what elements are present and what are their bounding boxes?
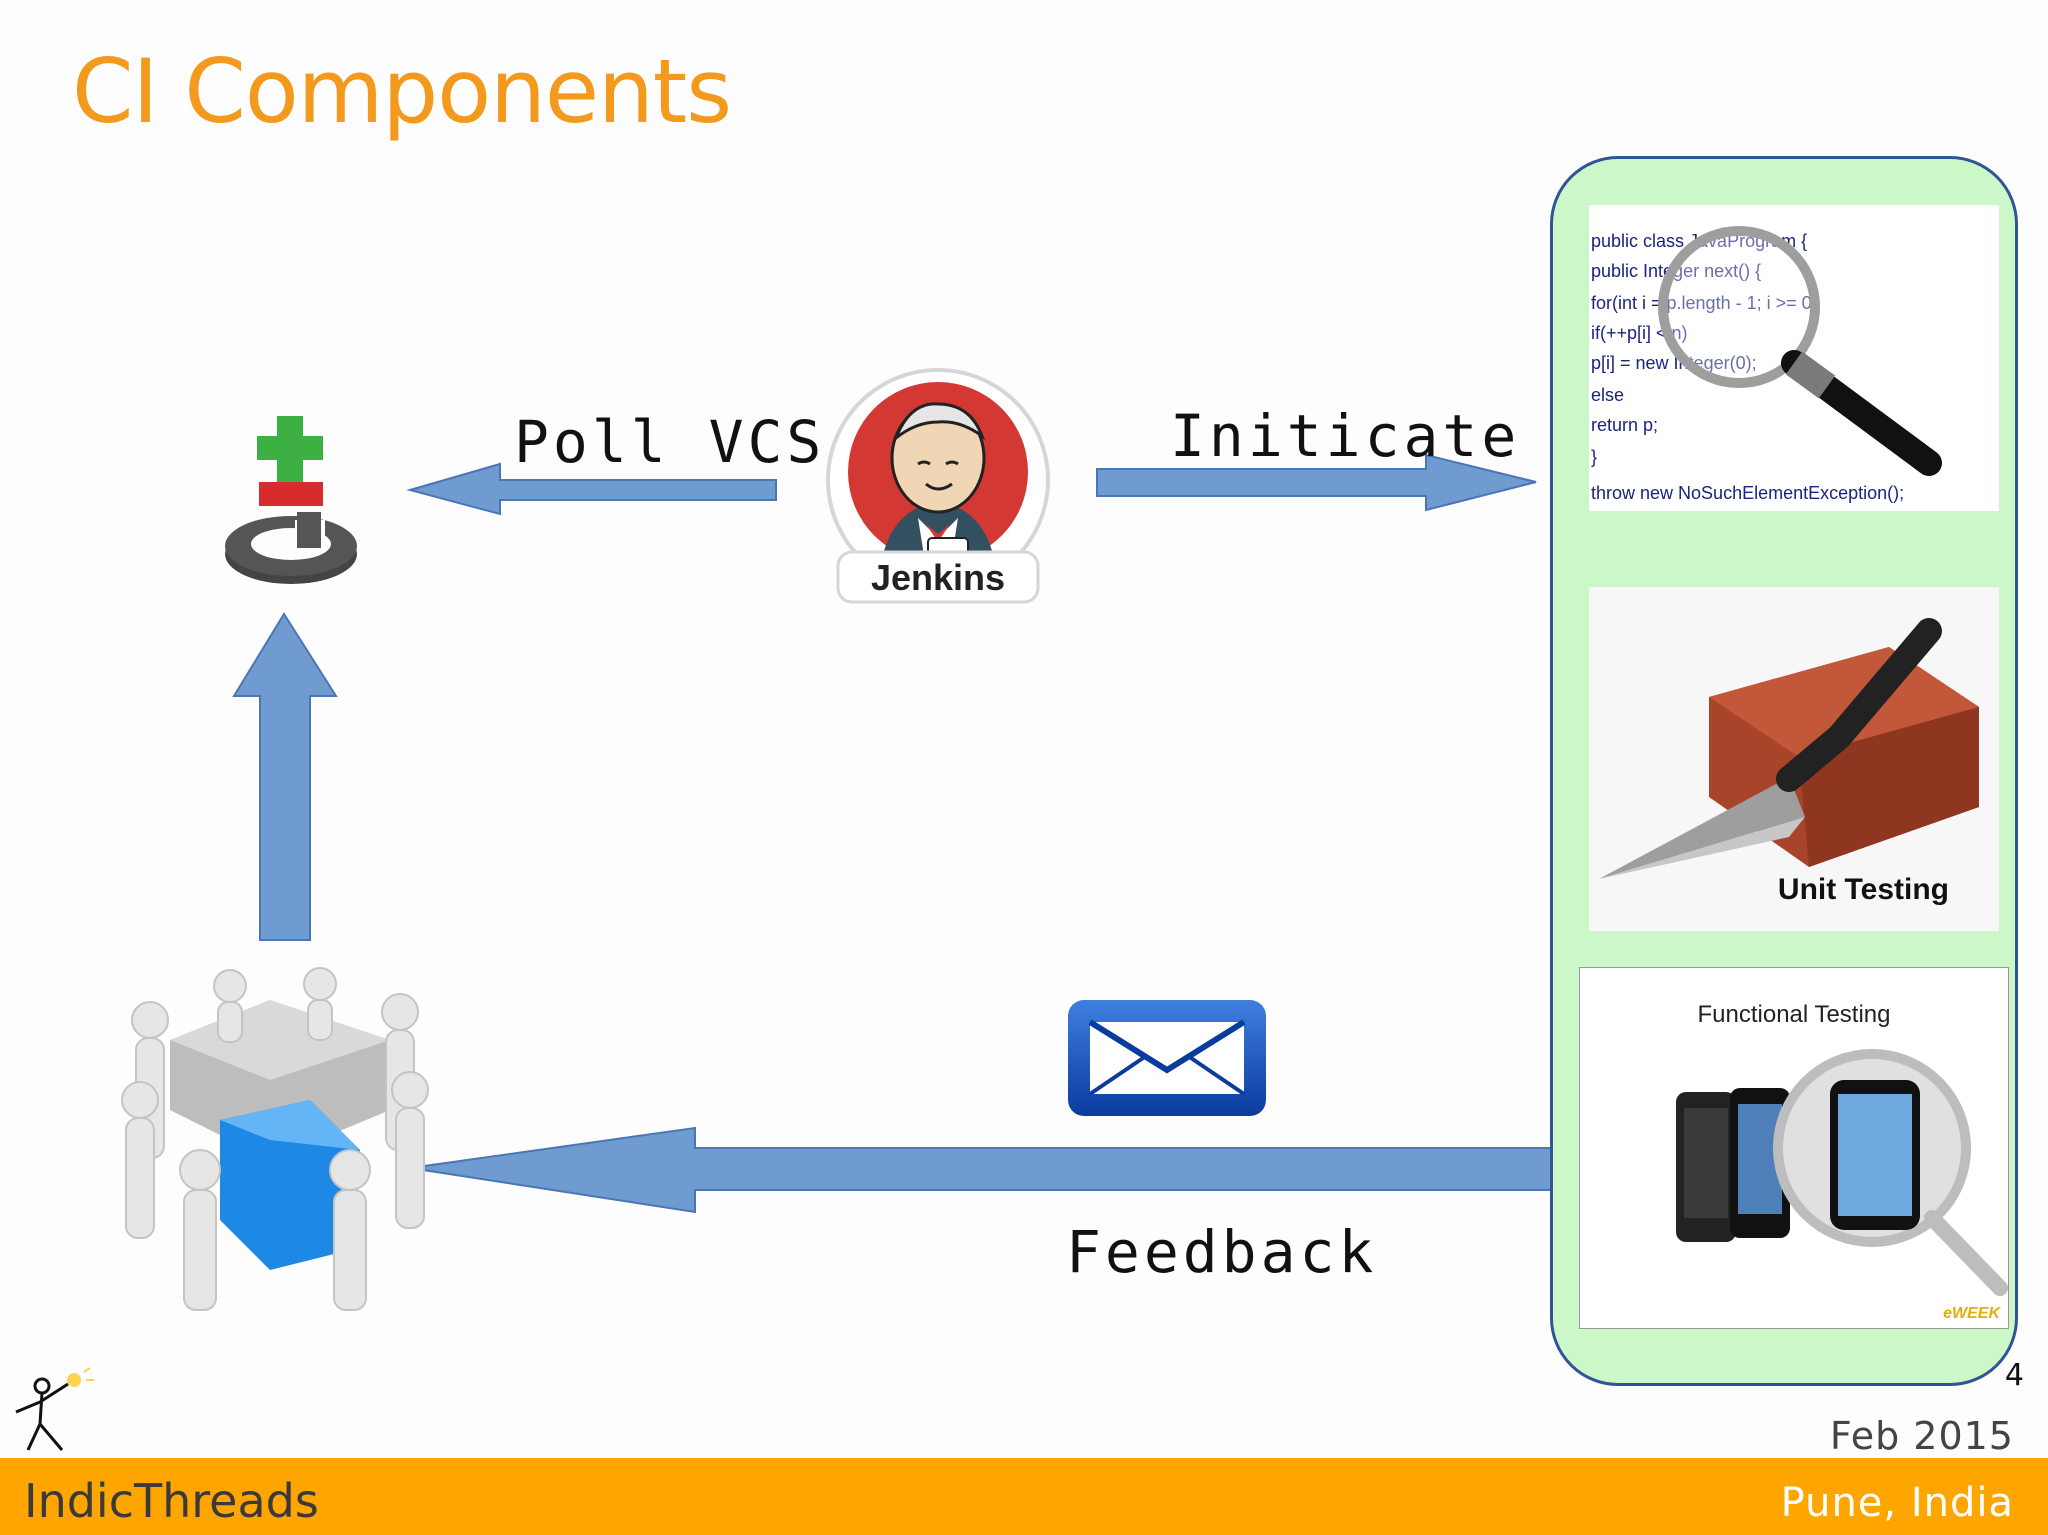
unit-testing-label: Unit Testing	[1778, 873, 1949, 906]
jenkins-logo: Jenkins	[826, 368, 1050, 604]
code-line: p[i] = new Integer(0);	[1591, 353, 1757, 373]
logo-stickman-icon	[15, 1367, 94, 1451]
code-review-card: public class JavaProgram { public Intege…	[1589, 205, 1999, 511]
code-line: return p;	[1591, 415, 1658, 435]
initiate-arrow	[1096, 453, 1537, 512]
feedback-arrow	[409, 1126, 1553, 1214]
magnifier-code-image: public class JavaProgram { public Intege…	[1591, 226, 1942, 503]
poll-vcs-label: Poll VCS	[514, 408, 826, 476]
footer-location: Pune, India	[1780, 1480, 2014, 1526]
brick-trowel-image: Unit Testing	[1589, 587, 1999, 931]
unit-testing-card: Unit Testing	[1589, 587, 1999, 931]
code-line: }	[1591, 447, 1597, 467]
code-line: throw new NoSuchElementException();	[1591, 483, 1904, 503]
code-line: else	[1591, 385, 1624, 405]
jenkins-label: Jenkins	[871, 557, 1005, 598]
email-icon	[1068, 1000, 1266, 1116]
commit-up-arrow	[232, 612, 338, 941]
footer-bar	[0, 1458, 2048, 1535]
functional-testing-label: Functional Testing	[1697, 1001, 1890, 1028]
vcs-icon	[225, 416, 357, 584]
feedback-label: Feedback	[1066, 1218, 1378, 1286]
ci-components-panel: public class JavaProgram { public Intege…	[1550, 156, 2018, 1386]
footer-organizer: IndicThreads	[24, 1474, 319, 1528]
code-line: for(int i = p.length - 1; i >= 0;	[1591, 293, 1817, 313]
slide-title: CI Components	[72, 40, 732, 143]
team-puzzle-image	[121, 967, 429, 1311]
poll-arrow	[406, 462, 777, 516]
slide-date: Feb 2015	[1829, 1414, 2014, 1458]
phones-image: Functional Testing eWEEK	[1676, 1001, 2008, 1322]
functional-testing-card: Functional Testing eWEEK	[1579, 967, 2009, 1329]
eweek-mark: eWEEK	[1943, 1305, 2001, 1322]
page-number: 4	[2004, 1358, 2024, 1393]
